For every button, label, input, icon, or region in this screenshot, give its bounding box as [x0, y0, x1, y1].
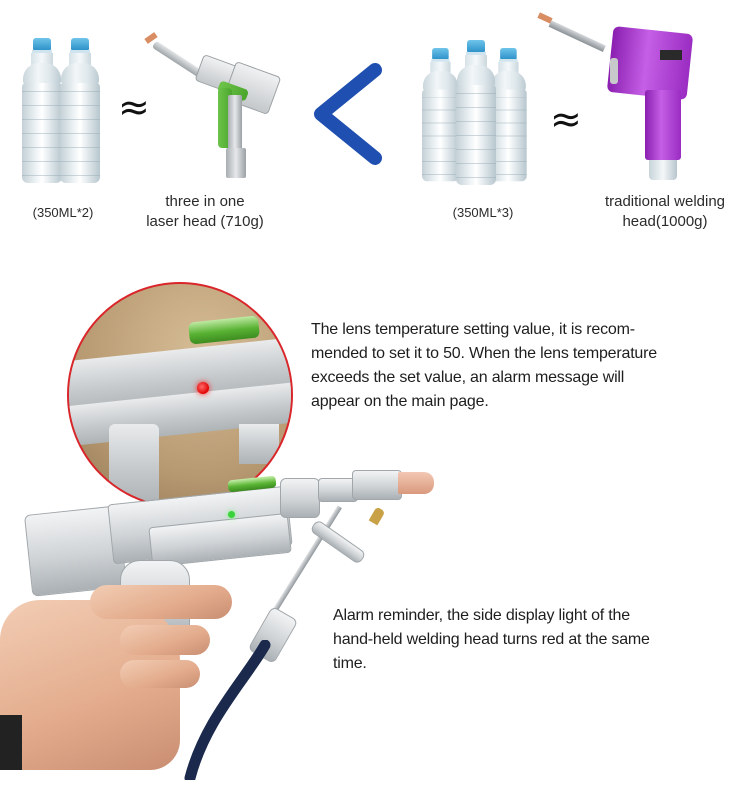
red-indicator-light: [197, 382, 209, 394]
description-line: Alarm reminder, the side display light o…: [333, 607, 630, 624]
approx-equal-icon: ≈: [118, 85, 150, 129]
description-line: hand-held welding head turns red at the …: [333, 631, 650, 648]
approx-equal-icon: ≈: [550, 97, 582, 141]
description-line: time.: [333, 655, 367, 672]
description-line: appear on the main page.: [311, 393, 489, 410]
caption-line: head(1000g): [622, 213, 708, 230]
description-line: mended to set it to 50. When the lens te…: [311, 345, 657, 362]
caption-line: three in one: [165, 193, 245, 210]
laser-head-caption: three in one laser head (710g): [135, 192, 275, 232]
traditional-head-caption: traditional welding head(1000g): [590, 192, 740, 232]
indicator-zoom-detail: [67, 282, 293, 508]
lens-temperature-description: The lens temperature setting value, it i…: [311, 318, 741, 414]
alarm-reminder-description: Alarm reminder, the side display light o…: [333, 604, 733, 676]
description-line: exceeds the set value, an alarm message …: [311, 369, 625, 386]
caption-line: traditional welding: [604, 193, 726, 210]
two-bottles-caption: (350ML*2): [32, 205, 94, 220]
three-bottles-caption: (350ML*3): [452, 205, 514, 220]
description-line: The lens temperature setting value, it i…: [311, 321, 635, 338]
less-than-icon: [314, 63, 382, 165]
green-indicator-light: [228, 511, 235, 518]
fiber-hose: [184, 640, 271, 780]
caption-line: laser head (710g): [146, 213, 264, 230]
